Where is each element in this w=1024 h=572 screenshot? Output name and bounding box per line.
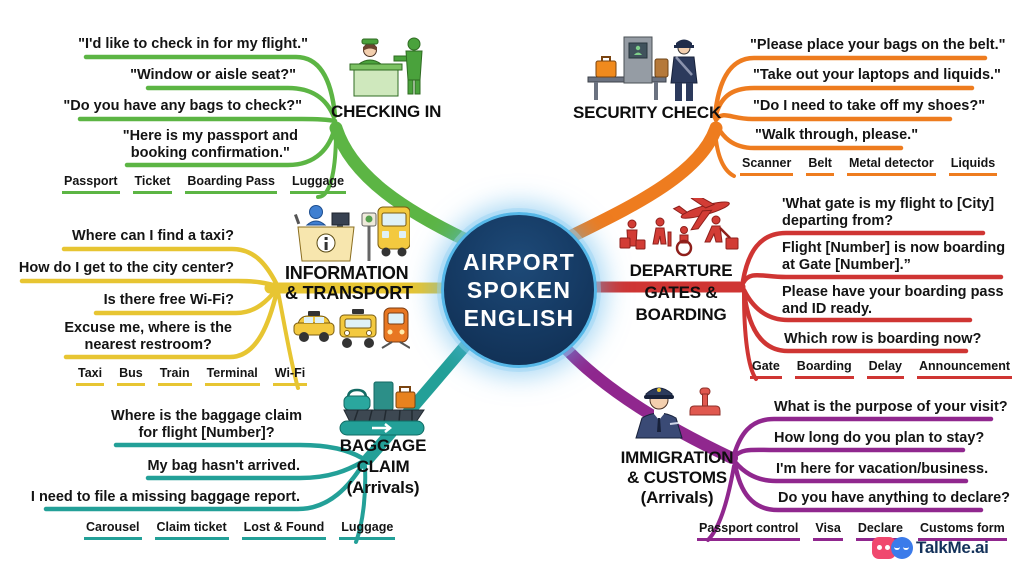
tag: Train bbox=[157, 366, 192, 386]
keyword-tags: Gate Boarding Delay Announcement bbox=[750, 359, 1012, 379]
tag: Taxi bbox=[76, 366, 105, 386]
tag: Terminal bbox=[204, 366, 260, 386]
tag: Customs form bbox=[918, 521, 1007, 541]
tag: Belt bbox=[806, 156, 834, 176]
phrase: Flight [Number] is now boarding at Gate … bbox=[782, 240, 1006, 273]
phrase: Please have your boarding pass and ID re… bbox=[782, 284, 1004, 317]
branch-label-information-transport: INFORMATION & TRANSPORT bbox=[285, 263, 413, 303]
tag: Visa bbox=[813, 521, 843, 541]
tag: Carousel bbox=[84, 520, 142, 540]
security-scanner-icon bbox=[587, 36, 698, 101]
tag: Lost & Found bbox=[241, 520, 327, 540]
phrase: "Window or aisle seat?" bbox=[130, 67, 296, 83]
immigration-officer-icon bbox=[635, 387, 721, 439]
brand-logo: TalkMe.ai bbox=[872, 537, 989, 559]
branch-immigration-wires bbox=[552, 334, 994, 542]
chat-face-icon bbox=[891, 537, 913, 559]
phrase: "I'd like to check in for my flight." bbox=[78, 36, 308, 52]
phrase: My bag hasn't arrived. bbox=[147, 458, 300, 474]
branch-label-checking-in: CHECKING IN bbox=[331, 102, 442, 121]
phrase: I'm here for vacation/business. bbox=[776, 461, 989, 477]
chat-bubble-icon bbox=[872, 537, 896, 559]
phrase: "Take out your laptops and liquids." bbox=[753, 67, 1001, 83]
brand-name: TalkMe.ai bbox=[916, 538, 989, 557]
tag: Gate bbox=[750, 359, 782, 379]
phrase: "Do I need to take off my shoes?" bbox=[753, 98, 986, 114]
keyword-tags: Passport Ticket Boarding Pass Luggage bbox=[62, 174, 347, 194]
phrase: Where can I find a taxi? bbox=[72, 228, 234, 244]
baggage-carousel-icon bbox=[339, 381, 425, 436]
phrase: What is the purpose of your visit? bbox=[774, 399, 1008, 415]
central-topic-line: SPOKEN bbox=[466, 277, 572, 303]
branch-departure-wires bbox=[586, 230, 1004, 381]
phrase: "Please place your bags on the belt." bbox=[750, 37, 1006, 53]
branch-label-baggage-claim: BAGGAGE CLAIM (Arrivals) bbox=[339, 436, 427, 497]
transport-vehicles-icon bbox=[293, 307, 410, 349]
branch-label-immigration-customs: IMMIGRATION & CUSTOMS (Arrivals) bbox=[620, 448, 734, 507]
central-topic-line: AIRPORT bbox=[463, 249, 575, 275]
phrase: Where is the baggage claim for flight [N… bbox=[111, 408, 302, 441]
tag: Bus bbox=[117, 366, 145, 386]
branch-checking-in-wires bbox=[77, 54, 473, 247]
tag: Passport control bbox=[697, 521, 801, 541]
branch-label-departure: DEPARTURE GATES & BOARDING bbox=[629, 261, 733, 324]
branch-information-wires bbox=[19, 246, 461, 390]
central-topic: AIRPORT SPOKEN ENGLISH bbox=[441, 212, 597, 368]
tag: Metal detector bbox=[846, 156, 936, 176]
phrase: Which row is boarding now? bbox=[784, 331, 982, 347]
check-in-desk-icon bbox=[349, 37, 423, 97]
departure-gate-icon bbox=[619, 198, 739, 257]
tag: Luggage bbox=[339, 520, 396, 540]
phrase: Excuse me, where is the nearest restroom… bbox=[64, 320, 232, 353]
phrase: "Do you have any bags to check?" bbox=[63, 98, 302, 114]
tag: Liquids bbox=[948, 156, 998, 176]
tag: Scanner bbox=[740, 156, 794, 176]
keyword-tags: Carousel Claim ticket Lost & Found Lugga… bbox=[84, 520, 396, 540]
tag: Boarding bbox=[794, 359, 854, 379]
tag: Luggage bbox=[289, 174, 347, 194]
phrase: Is there free Wi-Fi? bbox=[103, 292, 234, 308]
branch-label-security-check: SECURITY CHECK bbox=[573, 103, 722, 122]
phrase: 'What gate is my flight to [City] depart… bbox=[782, 196, 995, 229]
tag: Claim ticket bbox=[154, 520, 229, 540]
keyword-tags: Taxi Bus Train Terminal Wi-Fi bbox=[76, 366, 308, 386]
tag: Boarding Pass bbox=[185, 174, 277, 194]
tag: Ticket bbox=[132, 174, 173, 194]
phrase: I need to file a missing baggage report. bbox=[30, 489, 300, 505]
branch-baggage-wires bbox=[43, 332, 478, 544]
information-desk-icon bbox=[294, 205, 410, 262]
tag: Delay bbox=[866, 359, 905, 379]
tag: Passport bbox=[62, 174, 120, 194]
tag: Wi-Fi bbox=[272, 366, 308, 386]
phrase: "Here is my passport and booking confirm… bbox=[122, 128, 298, 161]
phrase: "Walk through, please." bbox=[755, 127, 919, 143]
phrase: How long do you plan to stay? bbox=[774, 430, 985, 446]
phrase: How do I get to the city center? bbox=[18, 260, 234, 276]
tag: Announcement bbox=[917, 359, 1012, 379]
keyword-tags: Scanner Belt Metal detector Liquids bbox=[740, 156, 998, 176]
phrase: Do you have anything to declare? bbox=[778, 490, 1011, 506]
branch-security-check-wires bbox=[561, 55, 988, 245]
central-topic-line: ENGLISH bbox=[463, 305, 575, 331]
